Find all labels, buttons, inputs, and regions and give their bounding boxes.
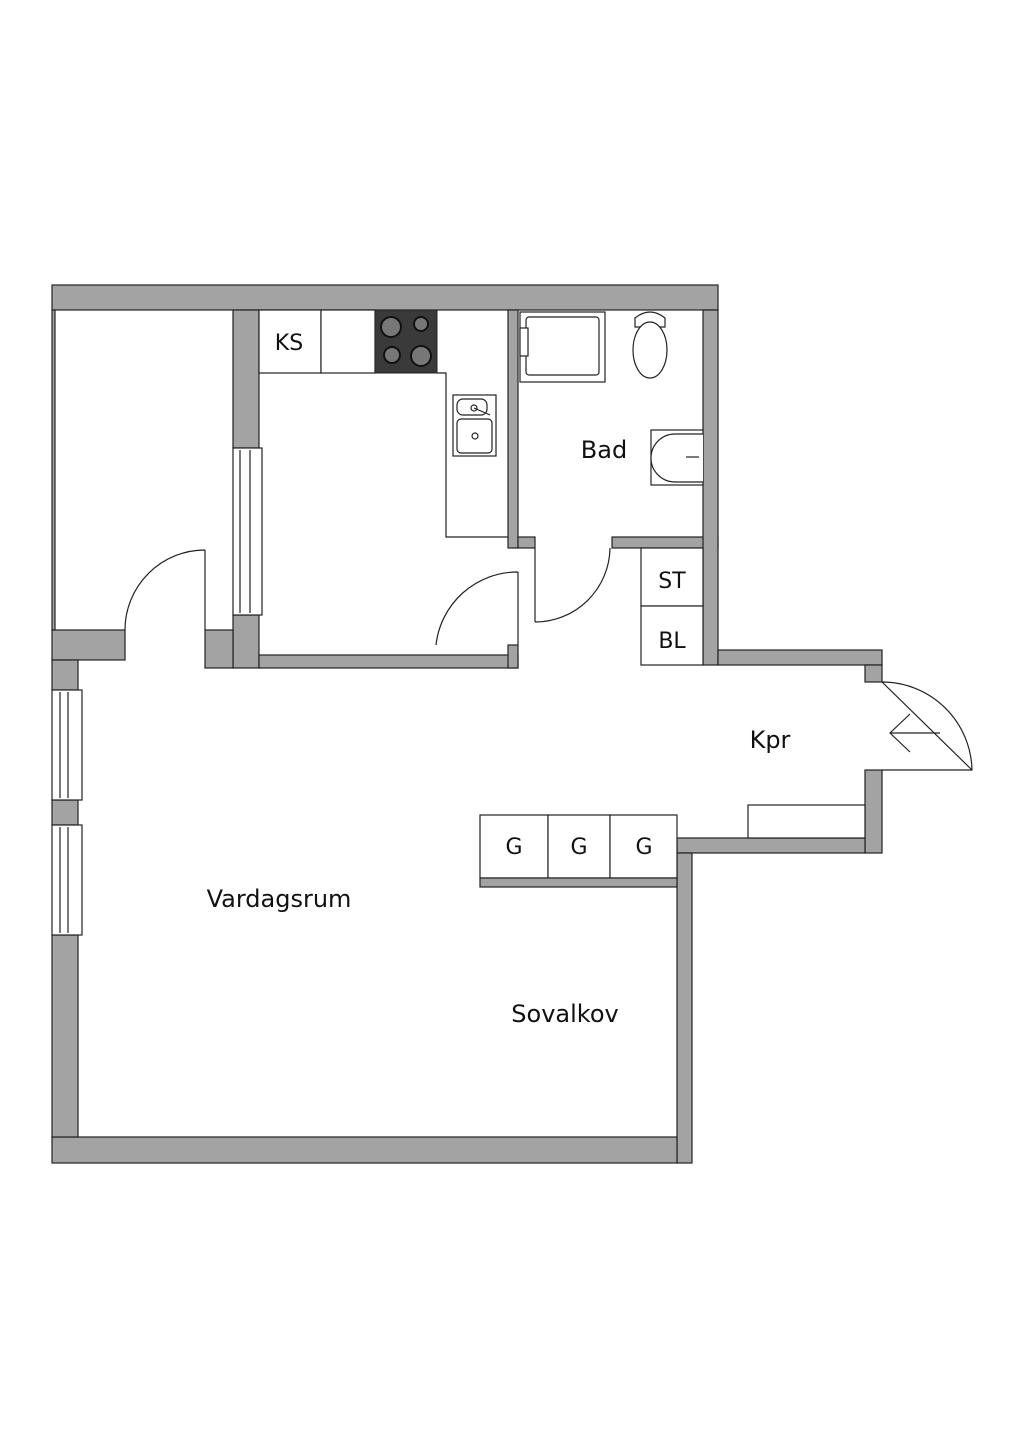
- label-bad: Bad: [581, 436, 627, 464]
- sink-icon: [452, 394, 497, 457]
- label-sovalkov: Sovalkov: [511, 1000, 618, 1028]
- toilet-icon: [632, 311, 668, 379]
- label-kpr: Kpr: [750, 726, 791, 754]
- label-ks: KS: [275, 331, 303, 356]
- bath-fixtures: [519, 311, 704, 486]
- storage-fixtures: [479, 547, 866, 888]
- doors: [124, 547, 973, 771]
- washbasin-icon: [650, 429, 704, 486]
- label-g-1: G: [505, 835, 522, 860]
- label-vardagsrum: Vardagsrum: [207, 885, 352, 913]
- entrance-arrow-icon: [889, 713, 940, 753]
- room-labels: KS Bad ST BL Kpr G G G Vardagsrum Sovalk…: [207, 331, 791, 1028]
- label-g-2: G: [570, 835, 587, 860]
- label-g-3: G: [635, 835, 652, 860]
- label-st: ST: [658, 569, 686, 594]
- label-bl: BL: [658, 629, 686, 654]
- walls: [51, 284, 883, 1164]
- windows: [51, 447, 263, 936]
- kitchen-fixtures: [258, 309, 508, 538]
